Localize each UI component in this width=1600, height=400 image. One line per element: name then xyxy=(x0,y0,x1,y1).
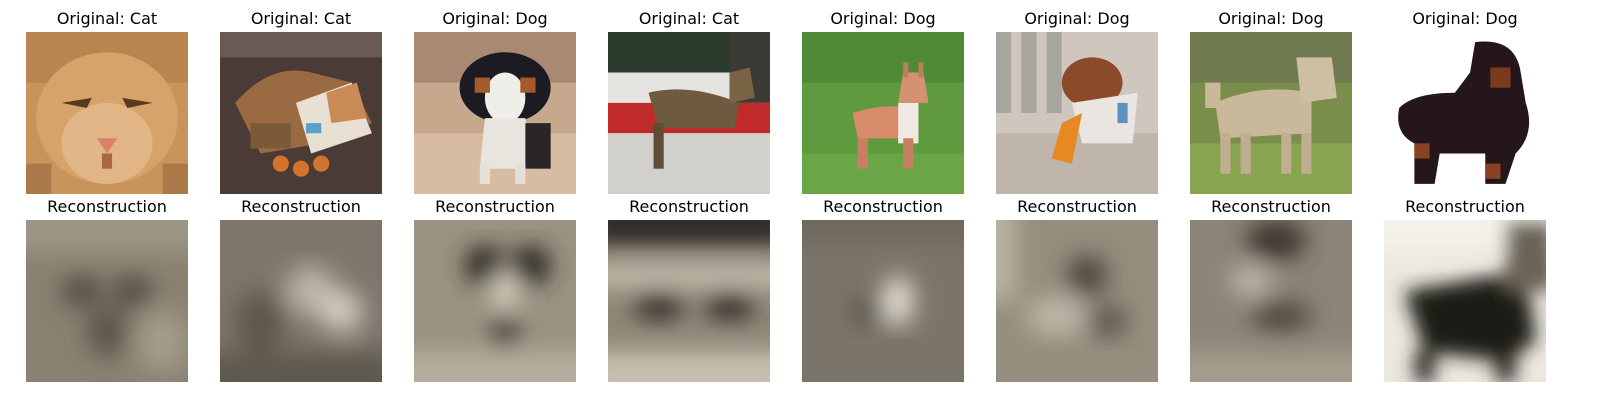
original-panel-8: Original: Dog xyxy=(1384,0,1546,196)
original-image-cat xyxy=(220,32,382,194)
reconstruction-panel-7: Reconstruction xyxy=(1190,188,1352,384)
original-title: Original: Cat xyxy=(250,9,352,28)
original-image-cat xyxy=(608,32,770,194)
original-title: Original: Dog xyxy=(830,9,936,28)
originals-row: Original: Cat Original: Cat xyxy=(26,0,1556,196)
original-image-dog xyxy=(1384,32,1546,194)
original-title: Original: Dog xyxy=(1218,9,1324,28)
reconstruction-title: Reconstruction xyxy=(1405,197,1525,216)
reconstruction-title: Reconstruction xyxy=(1017,197,1137,216)
reconstruction-image xyxy=(1190,220,1352,382)
reconstruction-image xyxy=(26,220,188,382)
reconstruction-image xyxy=(1384,220,1546,382)
original-image-dog xyxy=(1190,32,1352,194)
reconstruction-image xyxy=(220,220,382,382)
original-title: Original: Dog xyxy=(1412,9,1518,28)
original-panel-1: Original: Cat xyxy=(26,0,188,196)
original-image-dog xyxy=(996,32,1158,194)
original-panel-7: Original: Dog xyxy=(1190,0,1352,196)
reconstruction-panel-3: Reconstruction xyxy=(414,188,576,384)
original-image-cat xyxy=(26,32,188,194)
reconstruction-title: Reconstruction xyxy=(823,197,943,216)
reconstruction-panel-6: Reconstruction xyxy=(996,188,1158,384)
original-image-dog xyxy=(414,32,576,194)
original-title: Original: Dog xyxy=(442,9,548,28)
reconstruction-image xyxy=(414,220,576,382)
reconstruction-title: Reconstruction xyxy=(47,197,167,216)
reconstruction-panel-2: Reconstruction xyxy=(220,188,382,384)
reconstruction-image xyxy=(996,220,1158,382)
reconstruction-panel-4: Reconstruction xyxy=(608,188,770,384)
reconstructions-row: Reconstruction Reconstruction xyxy=(26,188,1556,384)
original-image-dog xyxy=(802,32,964,194)
original-panel-5: Original: Dog xyxy=(802,0,964,196)
original-title: Original: Cat xyxy=(638,9,740,28)
reconstruction-panel-1: Reconstruction xyxy=(26,188,188,384)
reconstruction-panel-5: Reconstruction xyxy=(802,188,964,384)
original-title: Original: Dog xyxy=(1024,9,1130,28)
reconstruction-panel-8: Reconstruction xyxy=(1384,188,1546,384)
original-title: Original: Cat xyxy=(56,9,158,28)
reconstruction-image xyxy=(802,220,964,382)
reconstruction-image xyxy=(608,220,770,382)
reconstruction-title: Reconstruction xyxy=(435,197,555,216)
original-panel-6: Original: Dog xyxy=(996,0,1158,196)
original-panel-4: Original: Cat xyxy=(608,0,770,196)
reconstruction-title: Reconstruction xyxy=(629,197,749,216)
original-panel-2: Original: Cat xyxy=(220,0,382,196)
original-panel-3: Original: Dog xyxy=(414,0,576,196)
reconstruction-title: Reconstruction xyxy=(241,197,361,216)
reconstruction-title: Reconstruction xyxy=(1211,197,1331,216)
image-grid: Original: Cat Original: Cat xyxy=(26,0,1556,400)
